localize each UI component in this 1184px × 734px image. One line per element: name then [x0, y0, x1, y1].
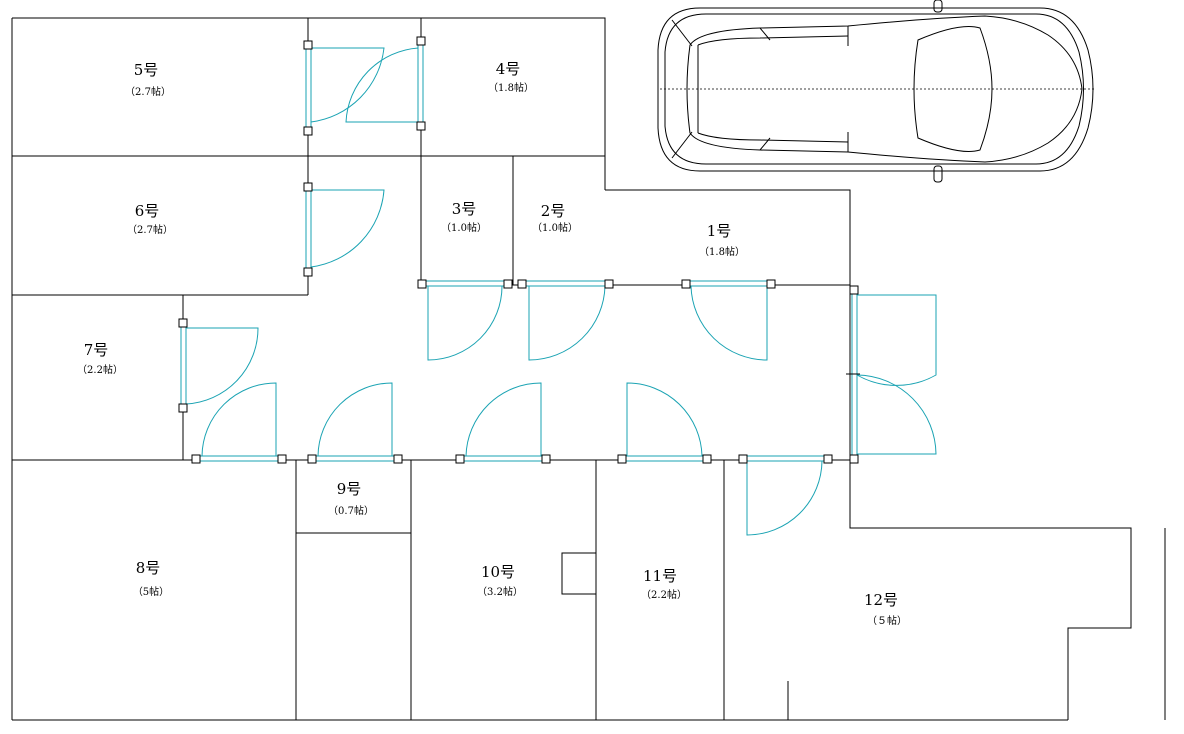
room-1-name: 1号 — [707, 222, 732, 240]
room-3-name: 3号 — [452, 200, 477, 218]
room-12-size: （５帖） — [867, 614, 907, 627]
room-7-size: （2.2帖） — [77, 363, 123, 376]
room-11-size: （2.2帖） — [641, 588, 687, 601]
room-6-size: （2.7帖） — [127, 223, 173, 236]
room-8-size: （5帖） — [133, 585, 169, 598]
room-9-size: （0.7帖） — [328, 504, 374, 517]
room-5-size: （2.7帖） — [125, 85, 171, 98]
room-9-name: 9号 — [337, 480, 362, 498]
room-2-name: 2号 — [541, 202, 566, 220]
room-12-name: 12号 — [864, 591, 898, 609]
car-icon — [657, 0, 1096, 183]
room-11-name: 11号 — [643, 567, 677, 585]
room-5-name: 5号 — [134, 61, 159, 79]
room-6-name: 6号 — [135, 202, 160, 220]
room-3-size: （1.0帖） — [441, 221, 487, 234]
doors — [178, 36, 937, 536]
room-7-name: 7号 — [84, 341, 109, 359]
room-4-name: 4号 — [496, 60, 521, 78]
room-8-name: 8号 — [136, 559, 161, 577]
room-1-size: （1.8帖） — [699, 245, 745, 258]
room-4-size: （1.8帖） — [488, 81, 534, 94]
room-10-name: 10号 — [481, 563, 515, 581]
room-2-size: （1.0帖） — [532, 221, 578, 234]
room-labels: 5号 （2.7帖） 4号 （1.8帖） 6号 （2.7帖） 3号 （1.0帖） … — [77, 60, 907, 627]
room-10-size: （3.2帖） — [477, 585, 523, 598]
